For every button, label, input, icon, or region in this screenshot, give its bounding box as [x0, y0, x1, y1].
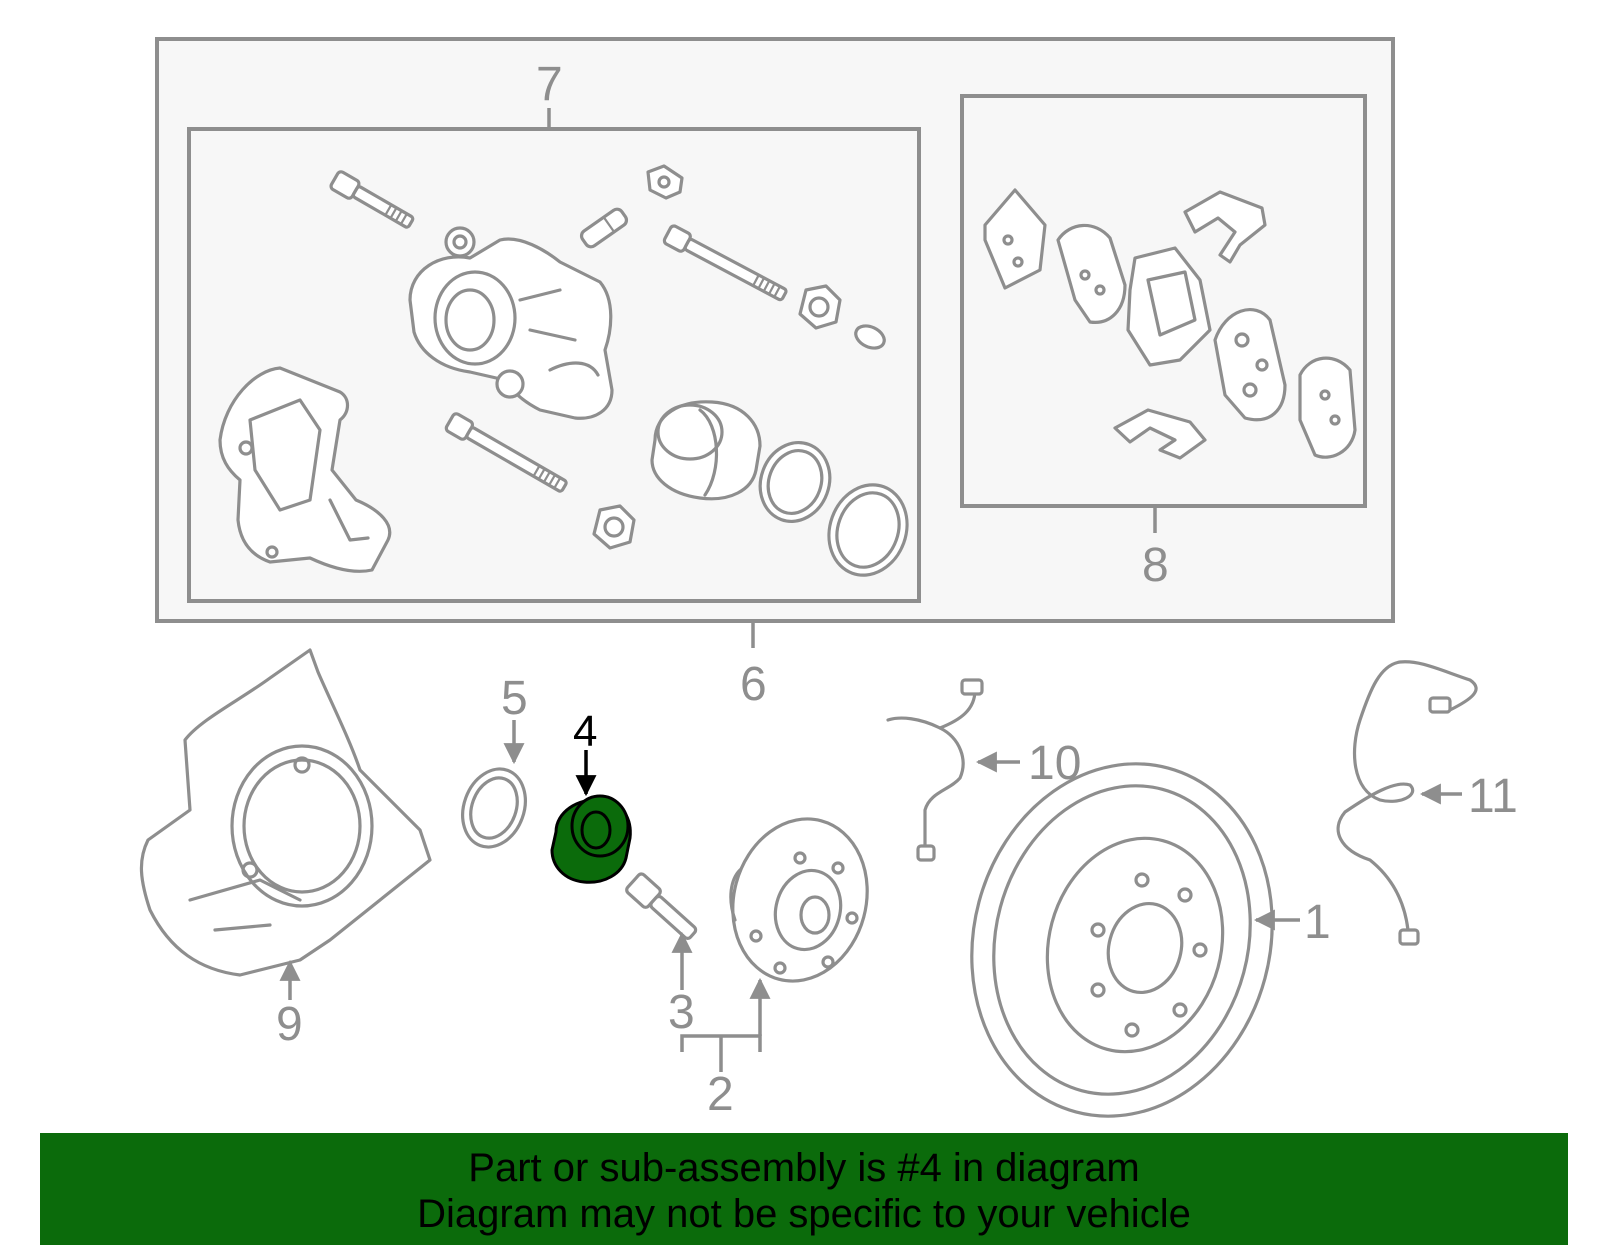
callout-4: 4: [573, 707, 597, 756]
caliper-parts: [218, 164, 909, 577]
banner-line-1: Part or sub-assembly is #4 in diagram: [468, 1146, 1140, 1190]
part-1-rotor: [970, 762, 1274, 1118]
callout-11: 11: [1468, 770, 1518, 823]
part-5-ring: [461, 767, 527, 849]
dust-shield: [139, 648, 432, 977]
callout-3: 3: [668, 986, 695, 1039]
part-3-bolt: [625, 872, 698, 940]
part-2-hub: [729, 817, 869, 983]
info-banner: Part or sub-assembly is #4 in diagram Di…: [40, 1133, 1568, 1245]
callout-6: 6: [740, 658, 767, 711]
part-10-sensor-wire: [886, 678, 984, 862]
callout-9: 9: [276, 998, 303, 1051]
callout-1: 1: [1304, 896, 1331, 949]
banner-line-2: Diagram may not be specific to your vehi…: [417, 1192, 1191, 1236]
callout-10: 10: [1028, 737, 1081, 790]
part-4-bearing-highlighted: [550, 794, 632, 884]
callout-8: 8: [1142, 539, 1169, 592]
callout-2: 2: [707, 1068, 734, 1121]
callout-7: 7: [536, 58, 563, 111]
part-11-sensor-wire: [1336, 660, 1478, 946]
pad-parts: [983, 188, 1357, 460]
callout-5: 5: [501, 672, 528, 725]
